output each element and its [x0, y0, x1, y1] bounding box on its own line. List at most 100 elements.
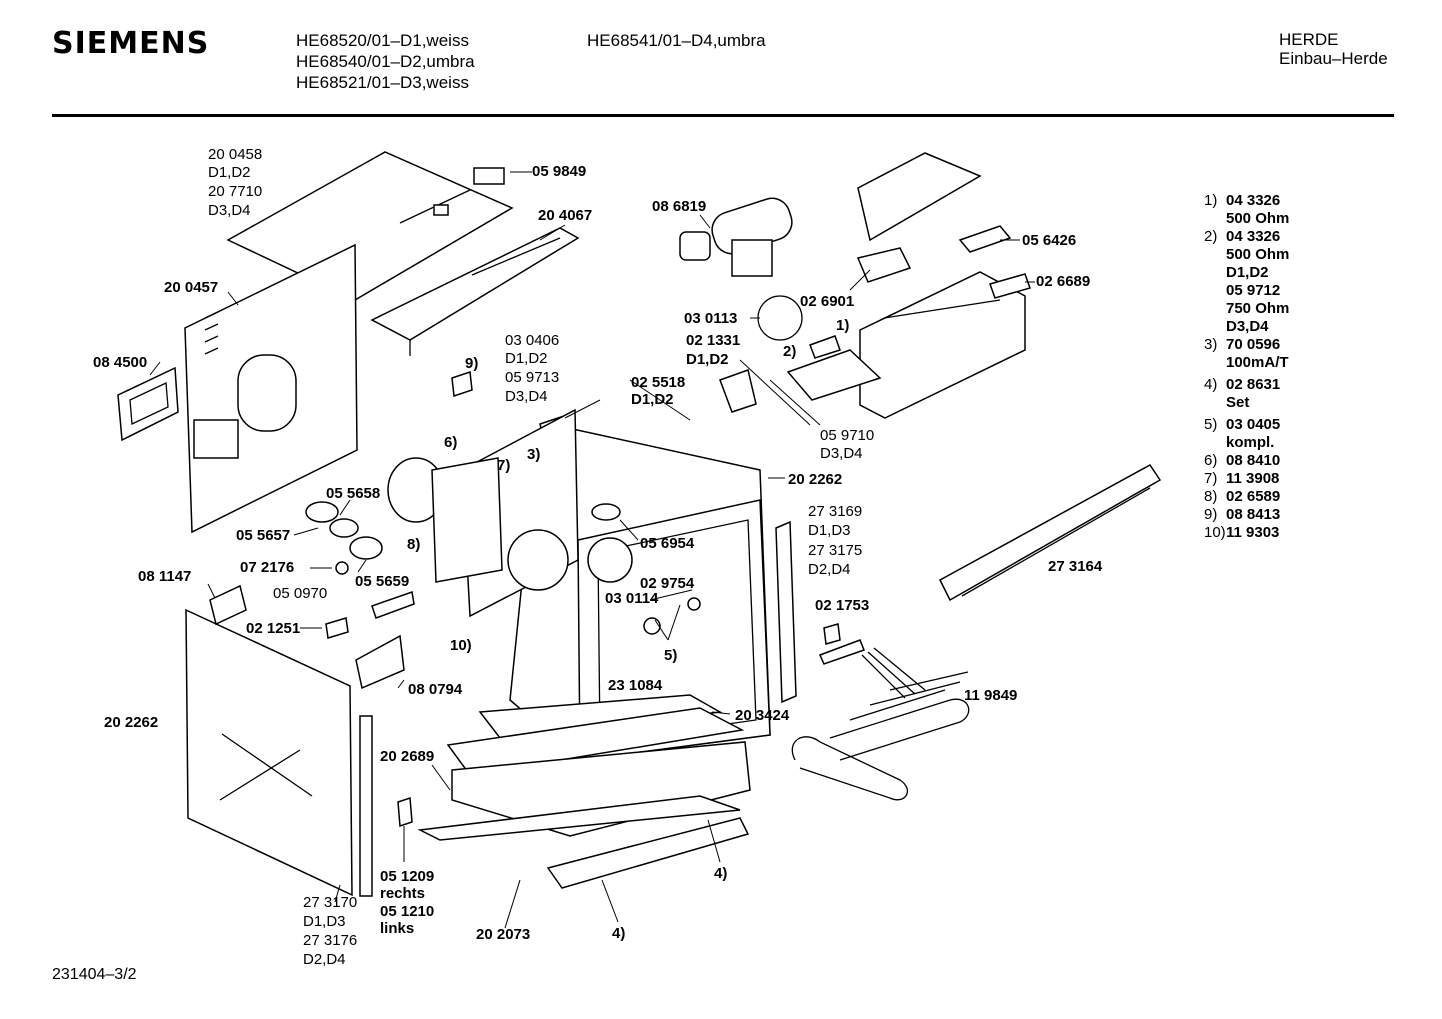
part-labels: 20 0458 D1,D2 20 7710 D3,D4 05 9849 20 4…	[93, 146, 1103, 968]
label: 08 4500	[93, 354, 147, 371]
model-line: HE68521/01–D3,weiss	[296, 73, 469, 92]
legend-num: 7)	[1204, 470, 1218, 487]
legend-item: 6) 08 8410	[1204, 452, 1289, 470]
label: 02 1251	[246, 620, 300, 637]
legend-item: 5)03 0405 kompl.	[1204, 416, 1289, 452]
legend-item: 9) 08 8413	[1204, 506, 1289, 524]
legend-line: 70 0596	[1226, 336, 1281, 353]
hinge-pin-part	[397, 796, 413, 828]
label: D3,D4	[505, 388, 548, 405]
label: 23 1084	[608, 677, 663, 694]
drawing-number: 231404–3/2	[52, 966, 137, 983]
control-board-part	[355, 634, 405, 690]
callout: 9)	[465, 355, 478, 372]
clip-part	[325, 617, 349, 639]
legend-item: 3)70 0596 100mA/T	[1204, 336, 1289, 372]
label: 02 5518	[631, 374, 685, 391]
label: 20 2262	[788, 471, 842, 488]
callout: 7)	[497, 457, 510, 474]
label: D1,D2	[631, 391, 674, 408]
label: 05 1210	[380, 903, 434, 920]
legend-line: 02 8631	[1226, 376, 1281, 393]
legend-line: 750 Ohm	[1226, 300, 1290, 317]
legend-line: 04 3326	[1226, 228, 1281, 245]
bottom-pan-part	[417, 694, 751, 889]
label: 27 3170	[303, 894, 357, 911]
heating-element-part	[791, 639, 970, 801]
model-list-1: HE68520/01–D1,weiss HE68540/01–D2,umbra …	[296, 30, 475, 93]
label: 11 9849	[964, 687, 1017, 704]
label: D1,D2	[686, 351, 729, 368]
legend-item: 1)04 3326 500 Ohm	[1204, 192, 1289, 228]
legend-line: 500 Ohm	[1226, 246, 1290, 263]
seal-ring-part	[687, 597, 701, 611]
legend-line: 05 9712	[1226, 282, 1281, 299]
connector-part	[371, 590, 415, 619]
terminal-part	[719, 369, 757, 413]
circulation-fan-part	[387, 457, 503, 583]
label: 20 2073	[476, 926, 530, 943]
legend-line: 500 Ohm	[1226, 210, 1290, 227]
legend-num: 5)	[1204, 416, 1218, 433]
parts-legend: 1)04 3326 500 Ohm 2) 04 3326 500 Ohm D1,D…	[1204, 192, 1289, 542]
label: 27 3175	[808, 542, 862, 559]
legend-line: 08 8413	[1226, 506, 1281, 523]
legend-line: 11 9303	[1226, 524, 1280, 541]
rail-part	[370, 227, 580, 356]
label: D3,D4	[820, 445, 863, 462]
legend-num: 9)	[1204, 506, 1218, 523]
legend-item: 8)02 6589	[1204, 488, 1289, 506]
label: 08 6819	[652, 198, 706, 215]
label: 07 2176	[240, 559, 294, 576]
shelf-support-part	[775, 520, 797, 704]
label: 20 7710	[208, 183, 262, 200]
legend-num: 3)	[1204, 336, 1218, 353]
relay-part	[958, 225, 1031, 299]
model-list-2: HE68541/01–D4,umbra	[587, 30, 766, 51]
callout: 4)	[612, 925, 625, 942]
legend-num: 1)	[1204, 192, 1218, 209]
label: links	[380, 920, 414, 937]
label: 05 6426	[1022, 232, 1076, 249]
legend-num: 2)	[1204, 228, 1218, 245]
legend-line: D3,D4	[1226, 318, 1269, 335]
model-line: HE68520/01–D1,weiss	[296, 31, 469, 50]
leader-lines	[149, 171, 1035, 929]
label: 05 5658	[326, 485, 380, 502]
legend-line: 08 8410	[1226, 452, 1281, 469]
label: 05 5659	[355, 573, 409, 590]
lamp-parts	[305, 501, 383, 575]
legend-line: 03 0405	[1226, 416, 1281, 433]
label: D2,D4	[303, 951, 346, 968]
label: 03 0114	[605, 590, 659, 607]
label: 03 0113	[684, 310, 737, 327]
label: 05 1209	[380, 868, 434, 885]
switch-part	[473, 167, 505, 185]
label: 05 9849	[532, 163, 586, 180]
legend-line: D1,D2	[1226, 264, 1269, 281]
category-heading: HERDE Einbau–Herde	[1279, 30, 1388, 68]
callout: 3)	[527, 446, 540, 463]
legend-item: 4) 02 8631 Set	[1204, 376, 1289, 412]
label: 05 0970	[273, 585, 327, 602]
callout: 6)	[444, 434, 457, 451]
label: D1,D2	[208, 164, 251, 181]
thermal-fuse-part	[823, 623, 841, 645]
label: D1,D3	[808, 522, 851, 539]
legend-num: 6)	[1204, 452, 1218, 469]
label: 27 3176	[303, 932, 357, 949]
model-line: HE68540/01–D2,umbra	[296, 52, 475, 71]
label: 08 1147	[138, 568, 191, 585]
label: 02 6901	[800, 293, 854, 310]
label: D2,D4	[808, 561, 851, 578]
switch-block-part	[209, 584, 247, 626]
label: 02 6689	[1036, 273, 1090, 290]
bracket-part	[786, 349, 882, 401]
vent-grille-part	[117, 366, 179, 442]
siemens-logo: SIEMENS	[52, 26, 210, 61]
legend-line: Set	[1226, 394, 1250, 411]
legend-num: 4)	[1204, 376, 1218, 393]
label: D1,D2	[505, 350, 548, 367]
label: 03 0406	[505, 332, 559, 349]
